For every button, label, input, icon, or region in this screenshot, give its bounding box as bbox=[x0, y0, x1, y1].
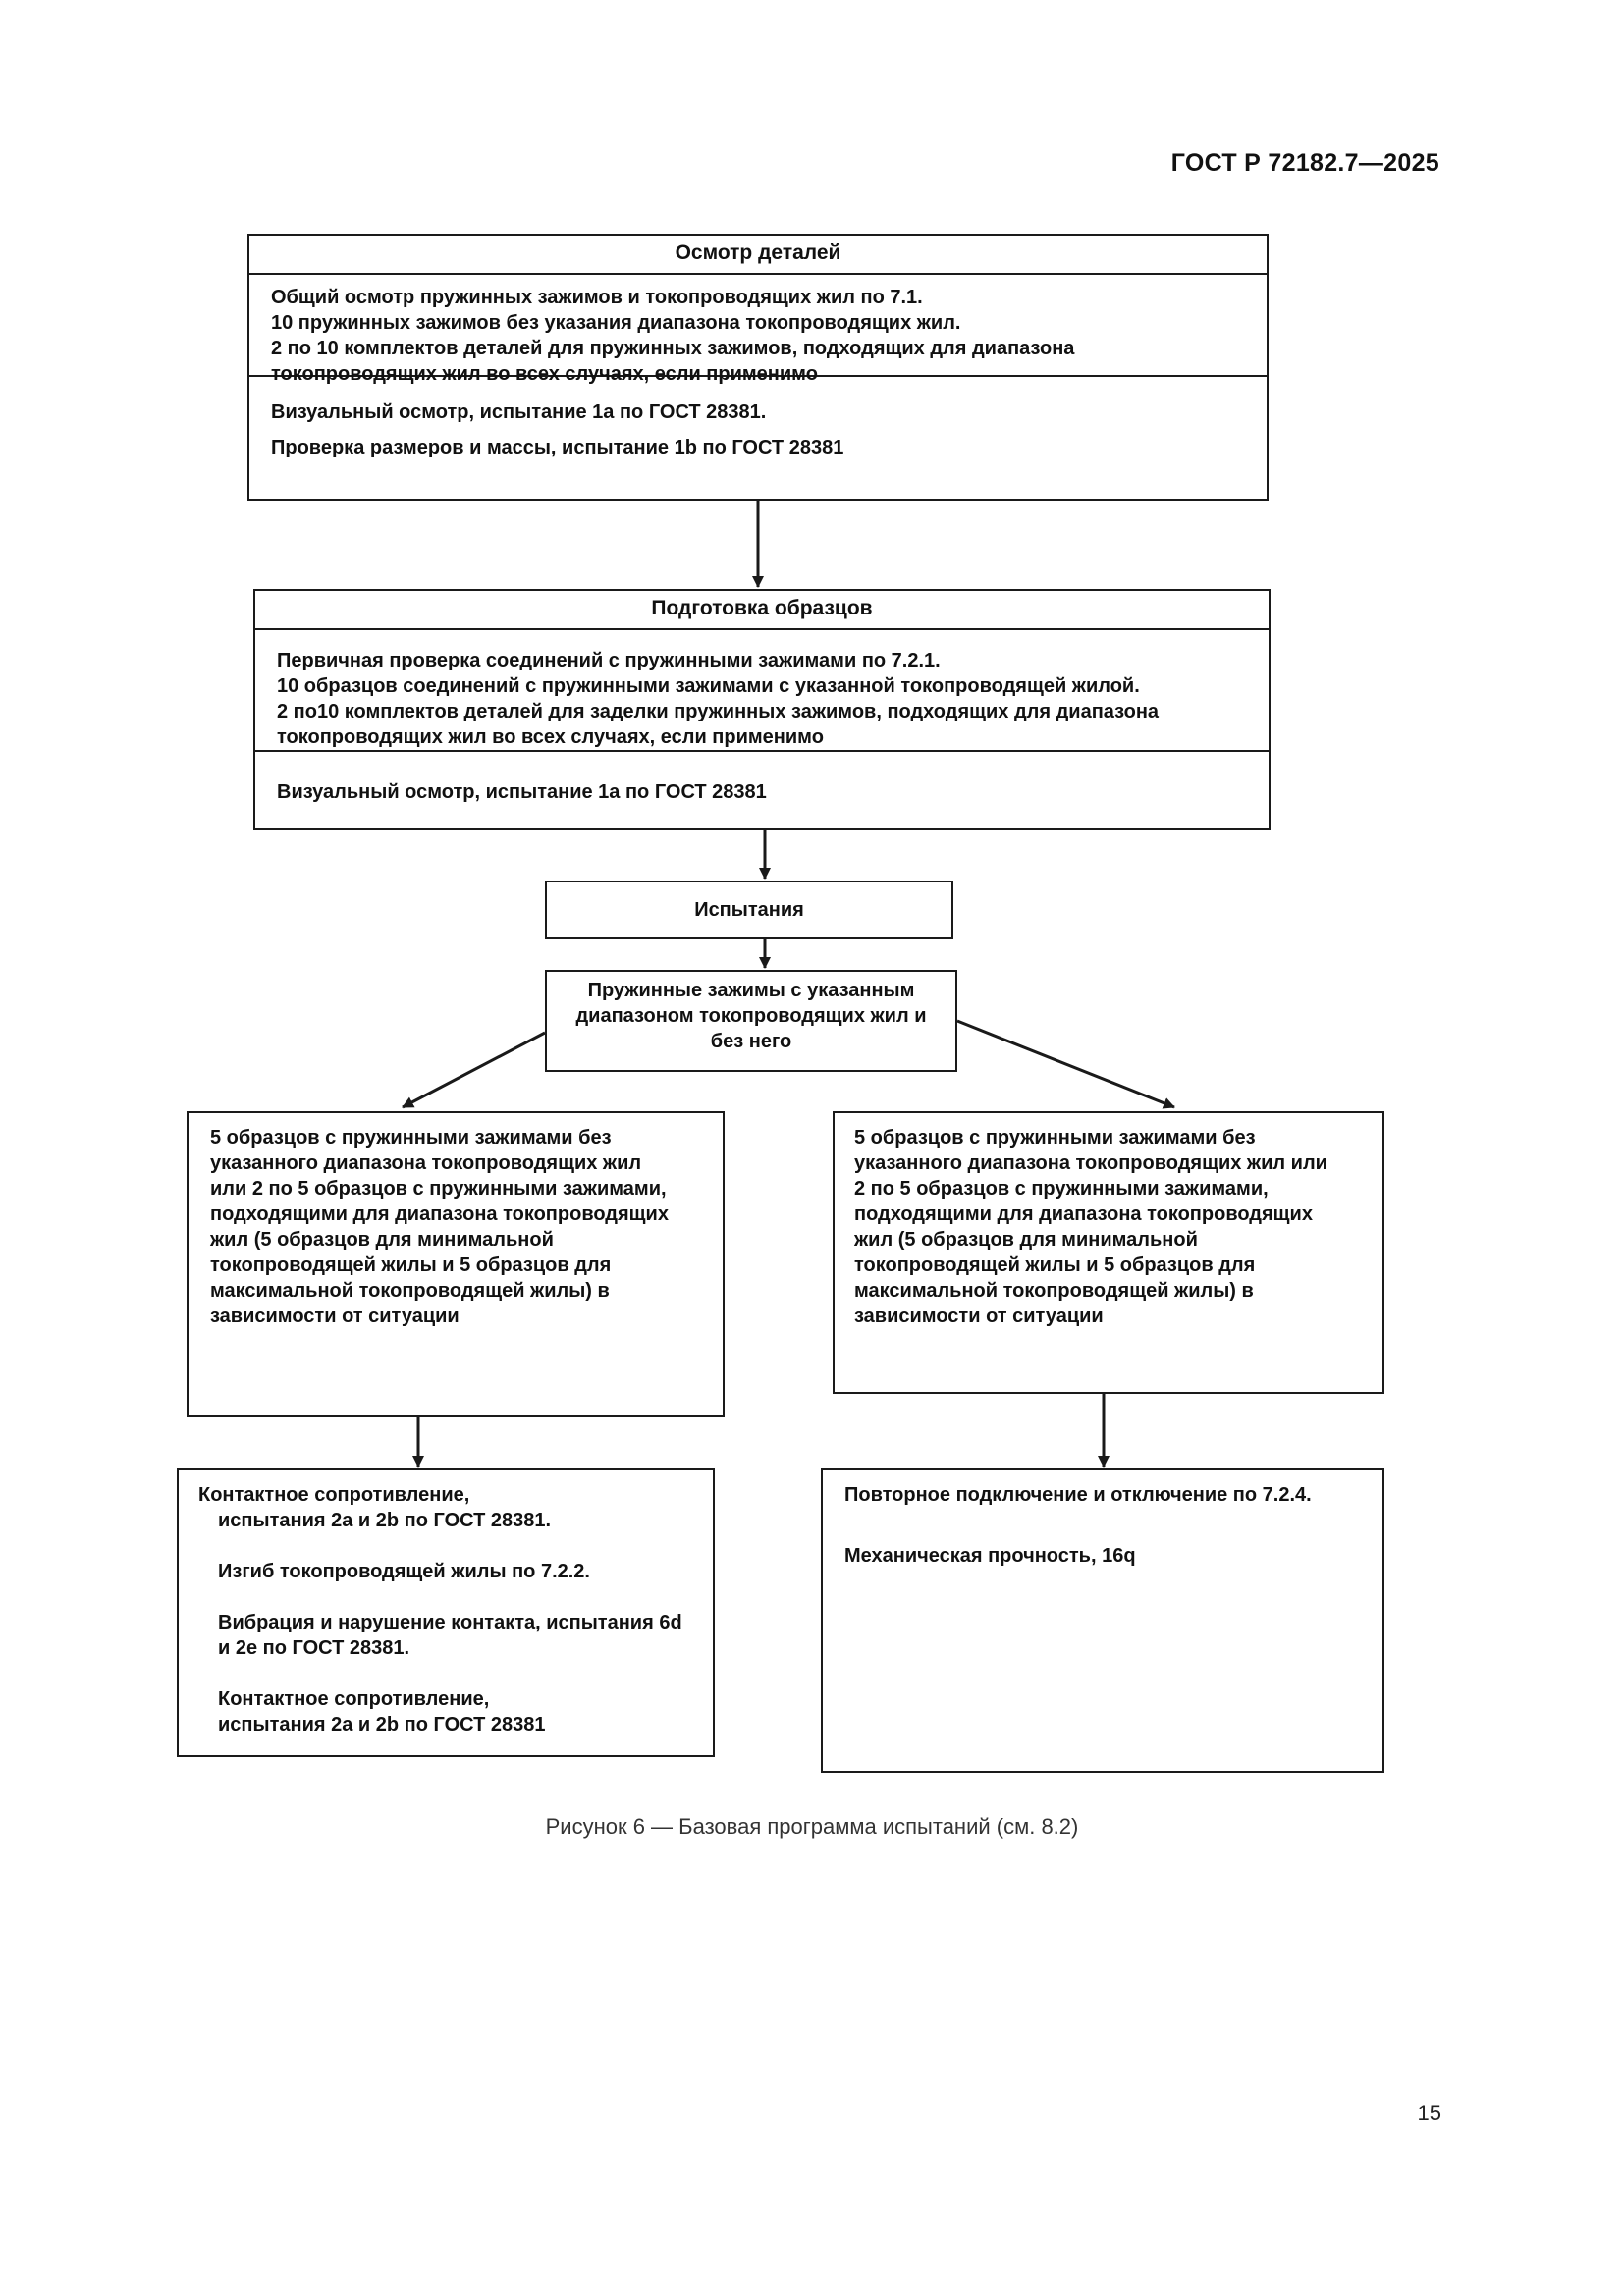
text-line: Визуальный осмотр, испытание 1а по ГОСТ … bbox=[277, 781, 767, 803]
text-line: 10 пружинных зажимов без указания диапаз… bbox=[271, 312, 961, 334]
text-line: Пружинные зажимы с указанным bbox=[587, 980, 915, 1001]
text-line: Контактное сопротивление, bbox=[198, 1484, 470, 1506]
text-line: 5 образцов с пружинными зажимами без bbox=[210, 1127, 612, 1148]
box-tests-left: Контактное сопротивление, испытания 2а и… bbox=[177, 1468, 715, 1757]
box-sample-preparation: Подготовка образцов Первичная проверка с… bbox=[253, 589, 1271, 830]
box-sample-preparation-section-b: Визуальный осмотр, испытание 1а по ГОСТ … bbox=[255, 752, 1269, 805]
box-samples-right: 5 образцов с пружинными зажимами без ука… bbox=[833, 1111, 1384, 1394]
text-line: Первичная проверка соединений с пружинны… bbox=[277, 650, 941, 671]
text-line: подходящими для диапазона токопроводящих bbox=[854, 1203, 1313, 1225]
text-line: или 2 по 5 образцов с пружинными зажимам… bbox=[210, 1178, 667, 1200]
box-tests-right: Повторное подключение и отключение по 7.… bbox=[821, 1468, 1384, 1773]
text-line: 10 образцов соединений с пружинными зажи… bbox=[277, 675, 1140, 697]
document-number: ГОСТ Р 72182.7—2025 bbox=[1170, 149, 1439, 177]
text-line: без него bbox=[710, 1031, 792, 1052]
text-line: Контактное сопротивление, bbox=[218, 1688, 490, 1710]
box-parts-inspection-section-b: Визуальный осмотр, испытание 1а по ГОСТ … bbox=[249, 377, 1267, 465]
box-parts-inspection: Осмотр деталей Общий осмотр пружинных за… bbox=[247, 234, 1269, 501]
box-tests: Испытания bbox=[545, 881, 953, 939]
text-line: зависимости от ситуации bbox=[854, 1306, 1104, 1327]
box-parts-inspection-section-a: Общий осмотр пружинных зажимов и токопро… bbox=[249, 275, 1267, 385]
text-line: указанного диапазона токопроводящих жил … bbox=[854, 1152, 1327, 1174]
arrow-clamps-to-right bbox=[956, 1019, 1175, 1109]
text-line: зависимости от ситуации bbox=[210, 1306, 460, 1327]
section-divider bbox=[255, 750, 1269, 752]
text-line: 5 образцов с пружинными зажимами без bbox=[854, 1127, 1256, 1148]
text-line: жил (5 образцов для минимальной bbox=[210, 1229, 554, 1251]
arrow-clamps-to-left bbox=[402, 1031, 546, 1109]
text-line: токопроводящей жилы и 5 образцов для bbox=[854, 1255, 1256, 1276]
text-line: Повторное подключение и отключение по 7.… bbox=[844, 1484, 1312, 1506]
text-line: Общий осмотр пружинных зажимов и токопро… bbox=[271, 287, 923, 308]
text-line: максимальной токопроводящей жилы) в bbox=[854, 1280, 1254, 1302]
text-line: 2 по 5 образцов с пружинными зажимами, bbox=[854, 1178, 1269, 1200]
text-line: подходящими для диапазона токопроводящих bbox=[210, 1203, 669, 1225]
box-tests-label: Испытания bbox=[694, 899, 804, 921]
box-parts-inspection-title: Осмотр деталей bbox=[249, 236, 1267, 275]
text-line: Визуальный осмотр, испытание 1а по ГОСТ … bbox=[271, 401, 767, 423]
text-line: испытания 2а и 2b по ГОСТ 28381. bbox=[218, 1510, 552, 1531]
box-sample-preparation-title: Подготовка образцов bbox=[255, 591, 1269, 630]
text-line: и 2е по ГОСТ 28381. bbox=[218, 1637, 410, 1659]
text-line: токопроводящей жилы и 5 образцов для bbox=[210, 1255, 612, 1276]
text-line: жил (5 образцов для минимальной bbox=[854, 1229, 1198, 1251]
text-line: испытания 2а и 2b по ГОСТ 28381 bbox=[218, 1714, 546, 1735]
text-line: 2 по10 комплектов деталей для заделки пр… bbox=[277, 701, 1160, 722]
text-line: Проверка размеров и массы, испытание 1b … bbox=[271, 437, 844, 458]
box-sample-preparation-section-a: Первичная проверка соединений с пружинны… bbox=[255, 630, 1269, 750]
text-line: диапазоном токопроводящих жил и bbox=[575, 1005, 927, 1027]
section-divider bbox=[249, 375, 1267, 377]
text-line: Вибрация и нарушение контакта, испытания… bbox=[218, 1612, 682, 1633]
figure-caption: Рисунок 6 — Базовая программа испытаний … bbox=[545, 1814, 1079, 1839]
box-spring-clamps-range: Пружинные зажимы с указанным диапазоном … bbox=[545, 970, 957, 1072]
text-line: Изгиб токопроводящей жилы по 7.2.2. bbox=[218, 1561, 590, 1582]
text-line: максимальной токопроводящей жилы) в bbox=[210, 1280, 610, 1302]
text-line: 2 по 10 комплектов деталей для пружинных… bbox=[271, 338, 1075, 359]
text-line: токопроводящих жил во всех случаях, если… bbox=[277, 726, 824, 748]
text-line: указанного диапазона токопроводящих жил bbox=[210, 1152, 642, 1174]
page-number: 15 bbox=[1417, 2101, 1441, 2125]
text-line: Механическая прочность, 16q bbox=[844, 1545, 1136, 1567]
box-samples-left: 5 образцов с пружинными зажимами без ука… bbox=[187, 1111, 725, 1417]
text-line: токопроводящих жил во всех случаях, если… bbox=[271, 363, 818, 385]
